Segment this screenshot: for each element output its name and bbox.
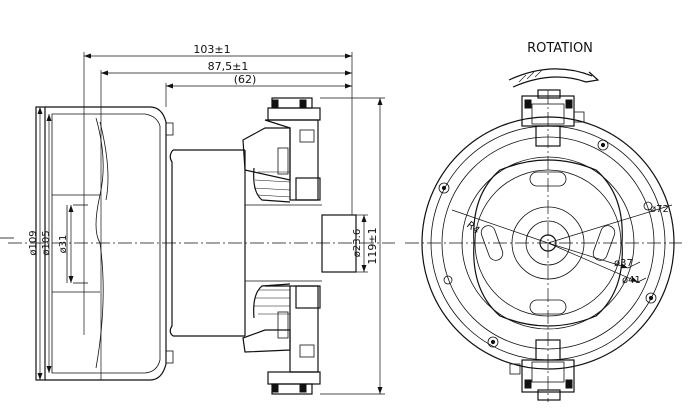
top-terminal-block — [521, 89, 585, 147]
side-view: 103±1 87,5±1 (62) 119±1 ø23.6 ø109 ø105 … — [0, 43, 395, 395]
mounting-holes — [438, 139, 657, 348]
front-view: ROTATION — [405, 41, 682, 402]
rotation-arrow — [508, 68, 600, 88]
rotation-label: ROTATION — [527, 41, 593, 56]
dim-diameter-72: ø72 — [650, 204, 669, 215]
vent-slots — [480, 171, 616, 315]
bottom-terminal-block — [509, 339, 575, 401]
horizontal-dimensions — [83, 52, 353, 380]
dim-overall-length: 103±1 — [193, 43, 230, 56]
dim-height: 119±1 — [366, 227, 379, 264]
dim-outer-diameter: ø109 — [28, 230, 39, 255]
hub-bore — [66, 204, 88, 284]
dim-diameter-41: ø41 — [622, 275, 641, 286]
dim-shaft-diameter: ø23.6 — [352, 229, 363, 257]
motor-frame — [473, 159, 623, 327]
dim-inner-diameter: ø105 — [41, 230, 52, 255]
lower-brush-holder — [242, 283, 321, 395]
vertical-dimensions — [0, 97, 385, 395]
fan-cover — [35, 106, 174, 381]
front-dimension-lines — [451, 204, 673, 283]
dim-ref-length: (62) — [234, 73, 257, 86]
dim-radius-r4: R4 — [464, 220, 481, 237]
dim-body-length: 87,5±1 — [208, 60, 249, 73]
upper-brush-holder — [242, 97, 321, 203]
dim-hub-diameter: ø31 — [58, 235, 69, 254]
dim-diameter-37: ø37 — [614, 258, 633, 269]
motor-body — [169, 149, 357, 337]
